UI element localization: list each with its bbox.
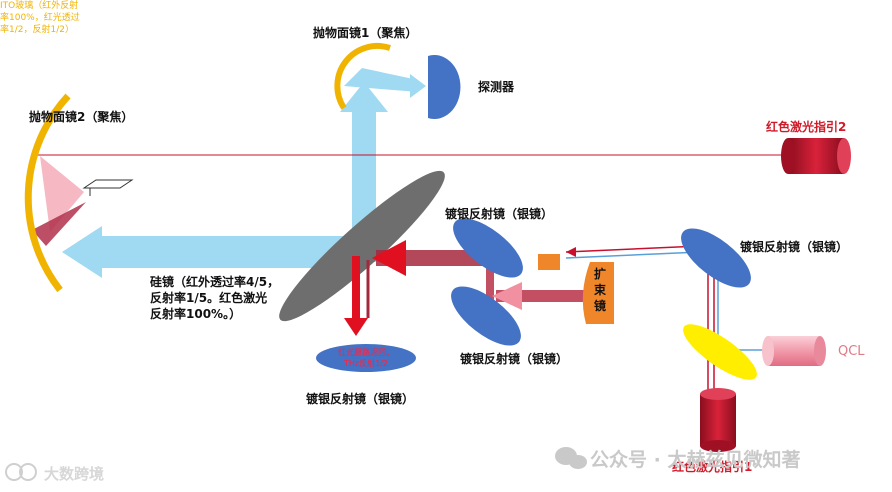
thz-beam-vertical-arrowhead (340, 82, 388, 112)
thz-beam-horizontal (98, 236, 370, 268)
silver-mirror-right (681, 228, 751, 288)
wechat-icon (555, 447, 587, 469)
pm2-reflection-cone (32, 156, 86, 246)
silicon-mirror (279, 170, 445, 322)
parabolic-mirror-1 (334, 43, 391, 110)
silver-mirror-top-label: 镀银反射镜（银镜） (445, 207, 554, 221)
silicon-mirror-label: 硅镜（红外透过率4/5， 反射率1/5。红色激光 反射率100%。） (150, 275, 280, 321)
watermark-brand: 公众号 · 太赫兹见微知著 (590, 449, 801, 471)
ito-glass-label: ITO玻璃（红外反射 率100%，红光透过 率1/2，反射1/2） (0, 1, 80, 35)
corner-logo-icon (5, 463, 37, 481)
sample-stage (82, 179, 134, 196)
beam-expander-label: 扩 束 镜 (593, 267, 606, 313)
qcl-label: QCL (838, 344, 865, 359)
silver-mirror-bottom-label: 镀银反射镜（银镜） (306, 392, 415, 406)
silver-mirror-middle-label: 镀银反射镜（银镜） (460, 352, 569, 366)
parabolic-mirror-2-label: 抛物面镜2（聚焦） (29, 110, 134, 124)
watermark-corner: 大数跨境 (44, 465, 105, 483)
red-laser-2-device (781, 138, 851, 174)
silver-mirror-top (453, 218, 523, 278)
parabolic-mirror-1-label: 抛物面镜1（聚焦） (313, 26, 418, 40)
thz-beam-to-detector-head (410, 74, 426, 98)
thz-beam-to-detector (344, 68, 418, 92)
silver-mirror-right-label: 镀银反射镜（银镜） (740, 240, 849, 254)
silver-mirror-middle (451, 286, 521, 346)
thz-beam-horizontal-arrowhead (62, 226, 102, 278)
red-laser-1-device (700, 388, 736, 452)
bottom-mirror-note: 红光原路返回， THz反射1/2 (338, 348, 394, 368)
qcl-source (762, 336, 826, 366)
beam-expander (538, 254, 614, 324)
parabolic-mirror-2 (24, 93, 71, 293)
silver-mirror-bottom (316, 344, 416, 372)
red-laser-1-label: 红色激光指引1 (672, 460, 753, 474)
ito-glass (683, 324, 757, 380)
detector-label: 探测器 (478, 80, 515, 94)
red-laser-2-label: 红色激光指引2 (766, 120, 847, 134)
detector-body (428, 55, 461, 119)
